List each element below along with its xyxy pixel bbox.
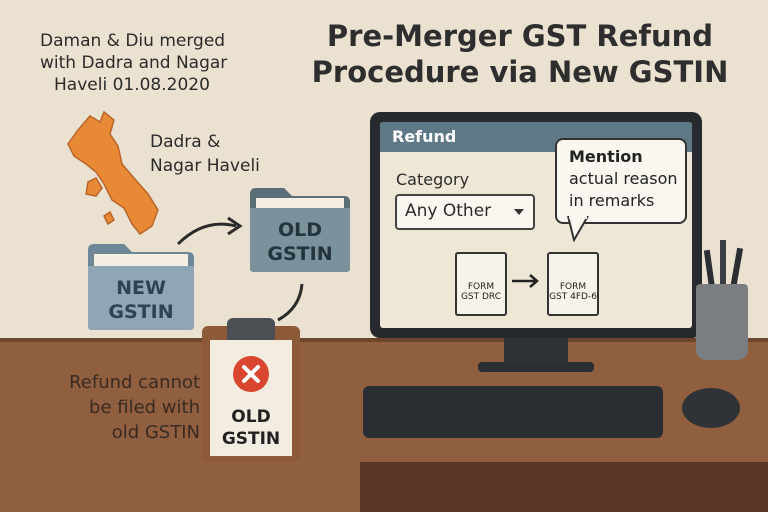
refund-note-line-1: Refund cannot <box>69 372 200 393</box>
title-line-1: Pre-Merger GST Refund <box>326 19 714 53</box>
desk-shadow <box>360 462 768 512</box>
refund-note-line-3: old GSTIN <box>111 422 200 443</box>
page-title: Pre-Merger GST Refund Procedure via New … <box>290 18 750 90</box>
map-label-line-1: Dadra & <box>150 132 221 152</box>
bubble-tail <box>567 216 589 242</box>
old-gstin-label: OLD GSTIN <box>256 218 344 266</box>
monitor-stand-base <box>478 362 594 372</box>
merger-note-line-3: Haveli 01.08.2020 <box>54 75 210 95</box>
clipboard-label: OLD GSTIN <box>210 406 292 450</box>
merger-note: Daman & Diu merged with Dadra and Nagar … <box>40 30 227 96</box>
form-b-line-2: GST 4FD-6 <box>549 292 597 302</box>
keyboard <box>363 386 663 438</box>
map-icon <box>67 110 159 236</box>
connector-line <box>277 283 304 322</box>
category-label: Category <box>396 170 470 189</box>
new-gstin-label: NEW GSTIN <box>96 276 186 324</box>
pen-cup <box>696 284 748 360</box>
new-gstin-line-2: GSTIN <box>108 301 174 323</box>
clipboard-line-2: GSTIN <box>221 429 281 449</box>
form-b-line-1: FORM <box>559 282 587 292</box>
x-circle-icon <box>233 356 269 392</box>
new-gstin-line-1: NEW <box>116 277 166 299</box>
old-gstin-line-1: OLD <box>277 219 323 241</box>
form-gst-drc-document-icon <box>455 252 507 316</box>
refund-note-line-2: be filed with <box>89 397 200 418</box>
bubble-text: Mention actual reason in remarks <box>569 146 678 212</box>
form-a-line-2: GST DRC <box>460 292 502 302</box>
map-label: Dadra & Nagar Haveli <box>150 130 260 178</box>
new-gstin-folder-icon <box>88 244 194 330</box>
arrow-icon <box>176 216 243 246</box>
form-a-line-1: FORM <box>467 282 495 292</box>
bubble-line-2: actual reason <box>569 169 678 188</box>
old-gstin-line-2: GSTIN <box>267 243 333 265</box>
map-label-line-2: Nagar Haveli <box>150 156 260 176</box>
monitor-stand <box>504 338 568 364</box>
remarks-bubble <box>555 138 687 224</box>
bubble-line-3: in remarks <box>569 191 655 210</box>
refund-note: Refund cannot be filed with old GSTIN <box>40 370 200 445</box>
clipboard-clamp <box>227 318 275 340</box>
old-gstin-folder-icon <box>250 188 350 272</box>
form-a-label: FORM GST DRC <box>455 282 507 302</box>
mouse <box>682 388 740 428</box>
form-arrow-icon <box>512 274 539 288</box>
dropdown-value: Any Other <box>405 201 492 221</box>
chevron-down-icon <box>514 209 524 215</box>
form-b-label: FORM GST 4FD-6 <box>545 282 601 302</box>
bubble-line-1: Mention <box>569 147 643 166</box>
merger-note-line-2: with Dadra and Nagar <box>40 53 228 73</box>
category-dropdown[interactable]: Any Other <box>395 194 535 230</box>
form-gst-4fd-document-icon <box>547 252 599 316</box>
title-line-2: Procedure via New GSTIN <box>311 55 729 89</box>
merger-note-line-1: Daman & Diu merged <box>40 31 226 51</box>
clipboard-line-1: OLD <box>231 407 271 427</box>
screen-title: Refund <box>392 127 457 146</box>
